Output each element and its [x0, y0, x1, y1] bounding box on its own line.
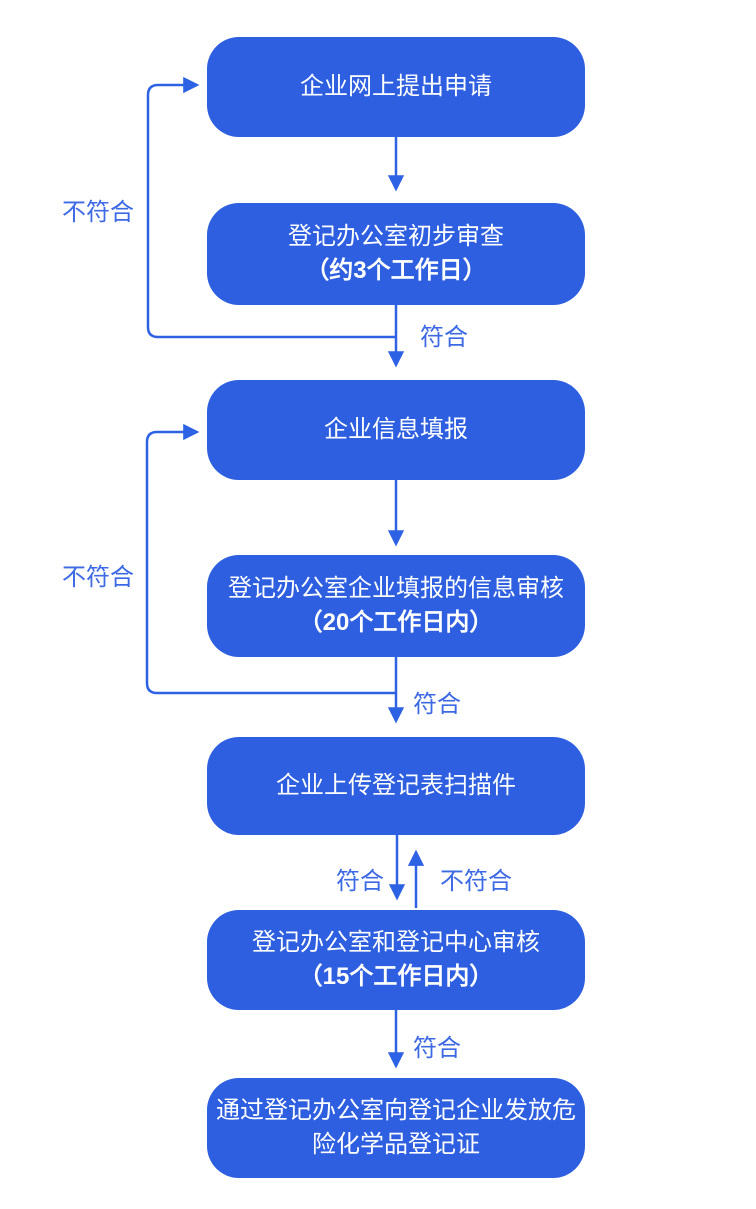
- arrow-loop-preliminary-review-to-apply: [146, 76, 396, 339]
- edge-label-pass-to-center-review: 符合: [336, 868, 384, 895]
- flow-node-issue-cert: 通过登记办公室向登记企业发放危险化学品登记证: [207, 1078, 585, 1178]
- node-apply-label: 企业网上提出申请: [300, 72, 492, 100]
- flow-node-info-fill: 企业信息填报: [207, 380, 585, 480]
- node-info-fill-label: 企业信息填报: [324, 415, 468, 443]
- edge-label-reject-to-info-fill: 不符合: [62, 564, 134, 591]
- flow-node-apply: 企业网上提出申请: [207, 37, 585, 137]
- arrow-loop-info-review-to-info-fill: [145, 423, 396, 695]
- edge-label-pass-after-info-review: 符合: [413, 691, 461, 718]
- edge-label-reject-to-apply: 不符合: [62, 199, 134, 226]
- node-preliminary-review-label: 登记办公室初步审查: [288, 222, 504, 250]
- node-preliminary-review-duration: （约3个工作日）: [305, 257, 487, 284]
- node-center-review-duration: （15个工作日内）: [298, 963, 494, 990]
- edge-label-pass-after-preliminary-review: 符合: [420, 324, 468, 351]
- node-info-review-label: 登记办公室企业填报的信息审核: [228, 574, 564, 602]
- node-info-review-duration: （20个工作日内）: [298, 609, 494, 636]
- flow-node-info-review: 登记办公室企业填报的信息审核 （20个工作日内）: [207, 555, 585, 657]
- node-center-review-label: 登记办公室和登记中心审核: [252, 928, 540, 956]
- flow-node-preliminary-review: 登记办公室初步审查 （约3个工作日）: [207, 203, 585, 305]
- edge-label-reject-to-upload-scan: 不符合: [440, 868, 512, 895]
- node-upload-scan-label: 企业上传登记表扫描件: [276, 771, 516, 799]
- flow-node-center-review: 登记办公室和登记中心审核 （15个工作日内）: [207, 910, 585, 1010]
- edge-label-pass-after-center-review: 符合: [413, 1035, 461, 1062]
- node-issue-cert-label: 通过登记办公室向登记企业发放危险化学品登记证: [216, 1096, 576, 1158]
- flow-node-upload-scan: 企业上传登记表扫描件: [207, 737, 585, 835]
